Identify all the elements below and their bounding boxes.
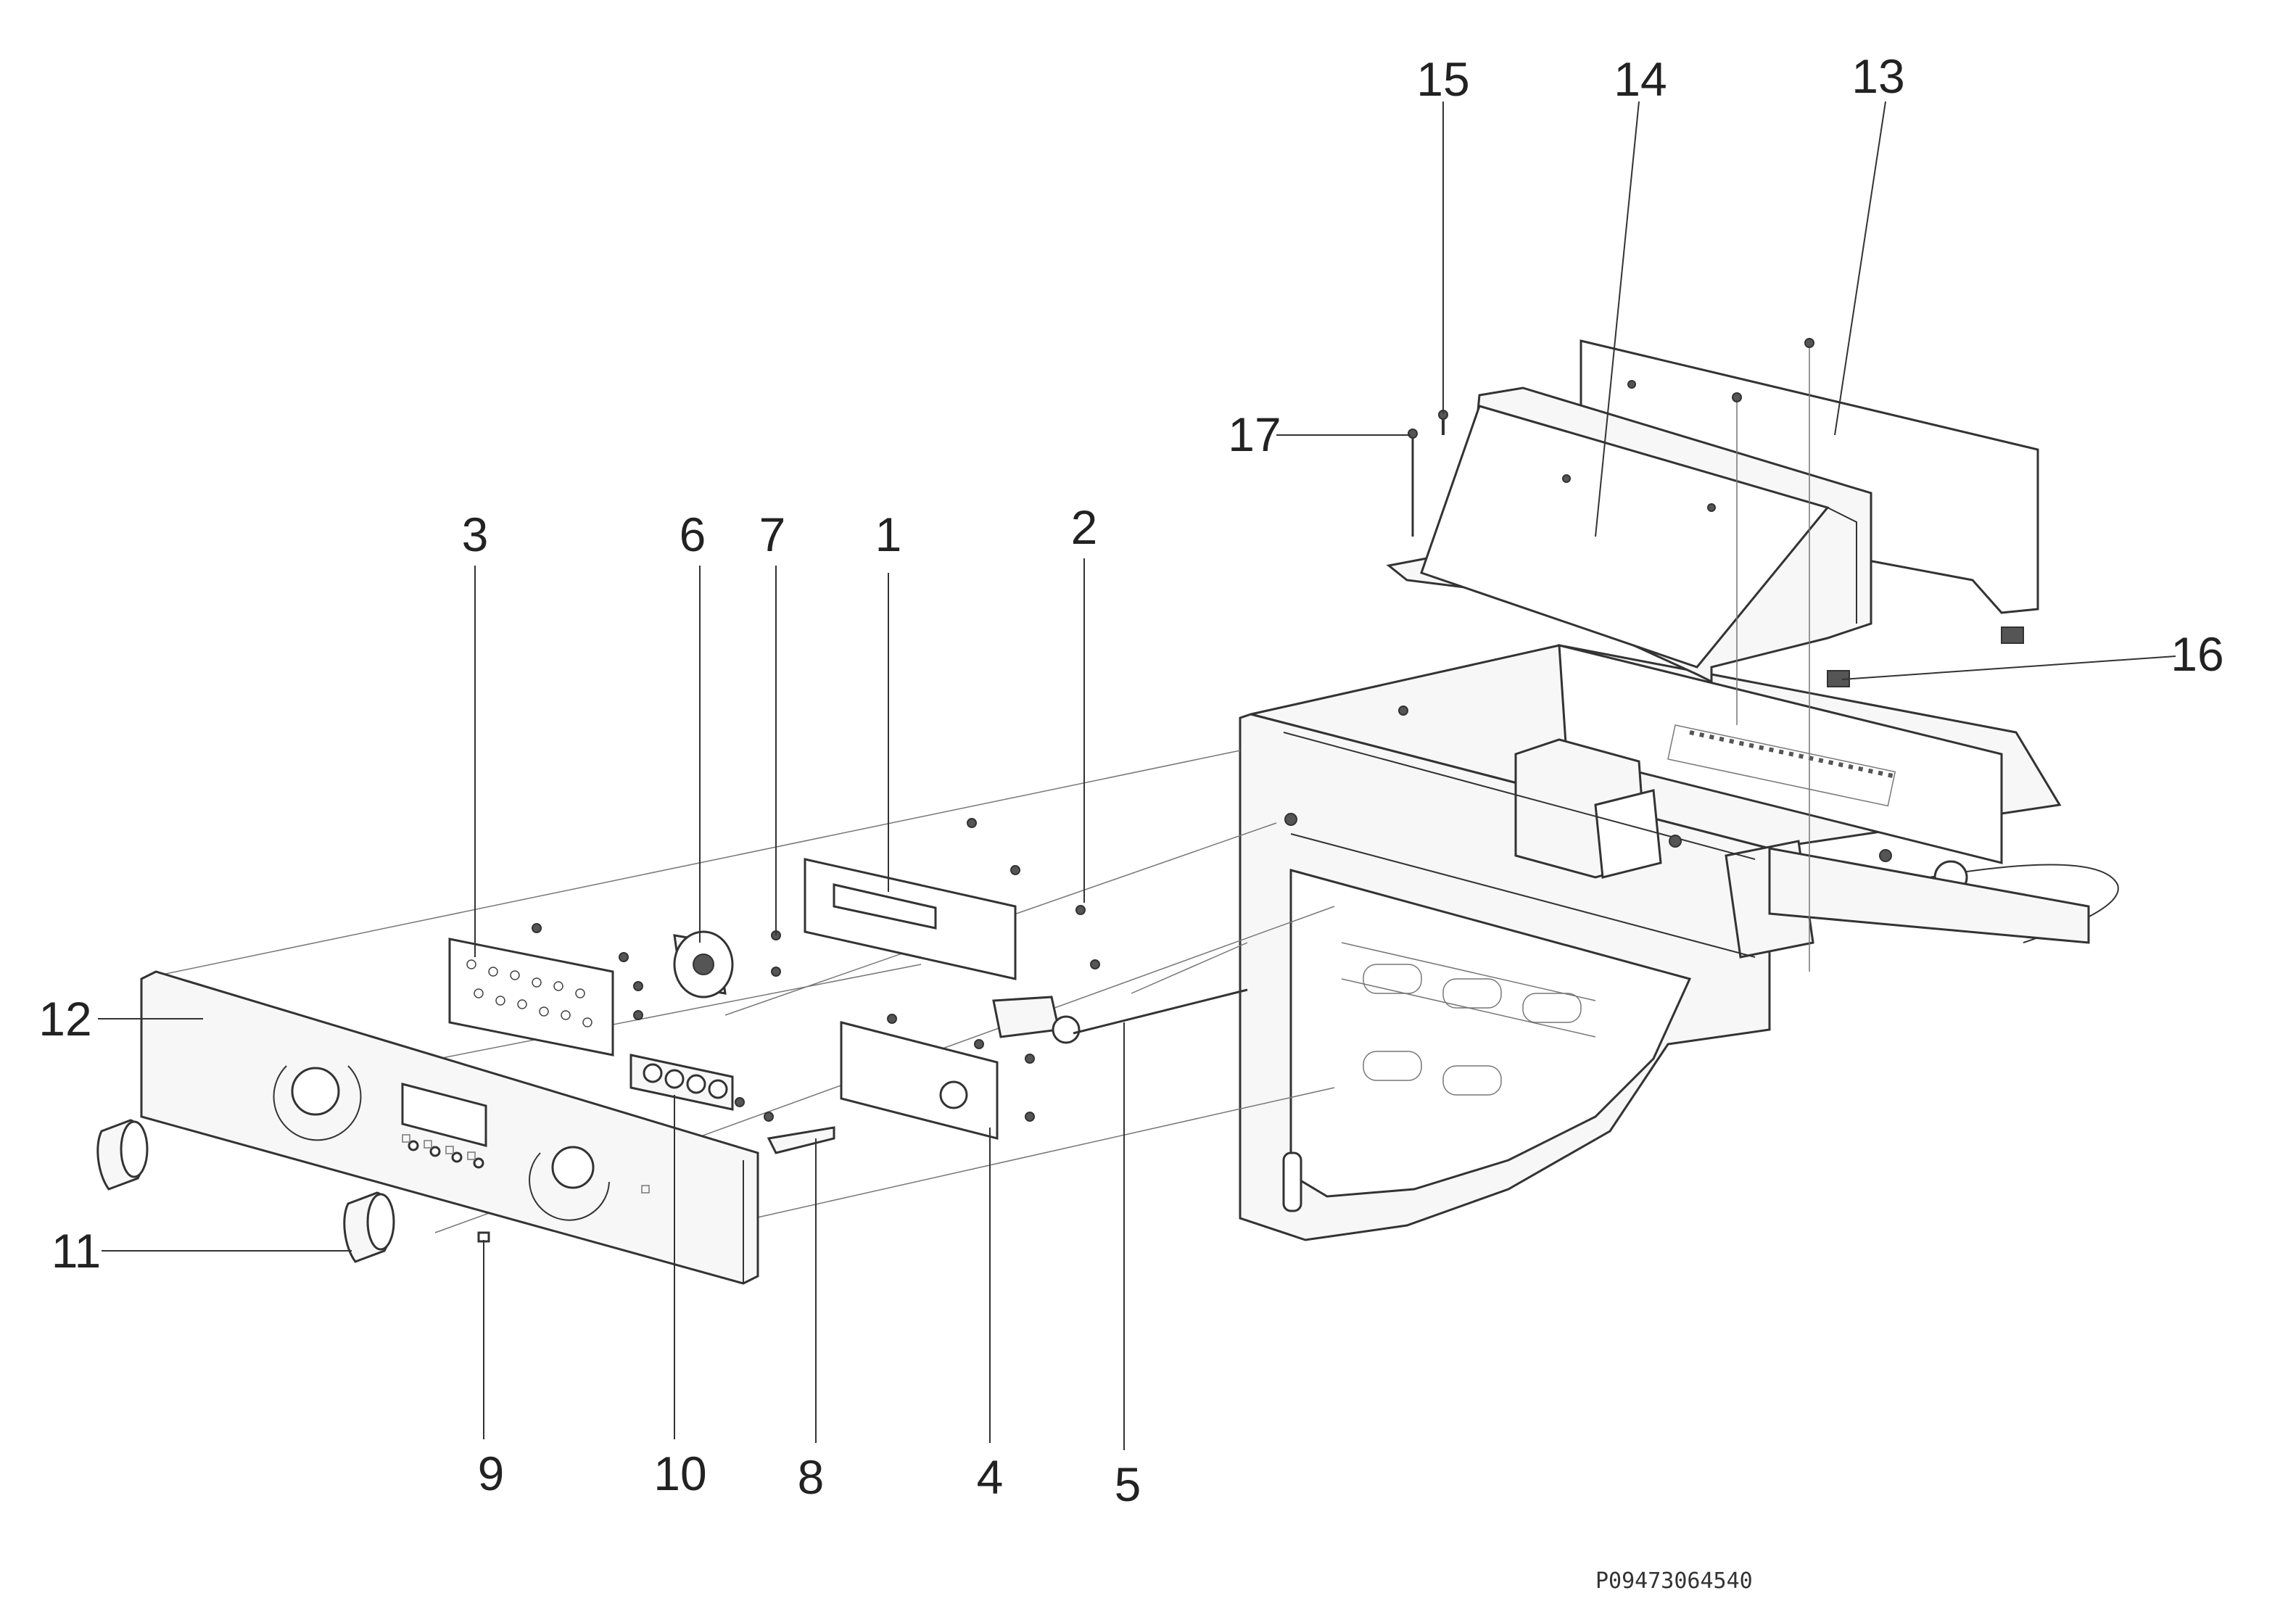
callout-8: 8	[798, 1450, 825, 1504]
callout-2: 2	[1071, 500, 1098, 554]
drawing-code: P09473064540	[1595, 1568, 1753, 1594]
callout-12: 12	[38, 992, 91, 1046]
control-parts	[96, 818, 1248, 1285]
callout-1: 1	[875, 508, 902, 561]
callout-13: 13	[1851, 49, 1904, 103]
callout-17: 17	[1228, 408, 1281, 461]
leader-lines	[98, 101, 2176, 1450]
callout-16: 16	[2171, 627, 2223, 681]
callout-7: 7	[759, 508, 786, 561]
callout-10: 10	[653, 1447, 706, 1500]
callout-labels: 1 2 3 4 5 6 7 8 9 10 11 12 13 14 15 16 1…	[38, 49, 2223, 1511]
callout-5: 5	[1115, 1457, 1141, 1511]
callout-9: 9	[478, 1447, 505, 1500]
callout-6: 6	[680, 508, 706, 561]
callout-4: 4	[977, 1450, 1004, 1504]
callout-11: 11	[51, 1224, 102, 1278]
callout-14: 14	[1614, 52, 1667, 106]
callout-3: 3	[462, 508, 489, 561]
oven-body	[1239, 644, 2119, 1241]
top-cover-assembly	[1386, 338, 2039, 972]
callout-15: 15	[1416, 52, 1469, 106]
